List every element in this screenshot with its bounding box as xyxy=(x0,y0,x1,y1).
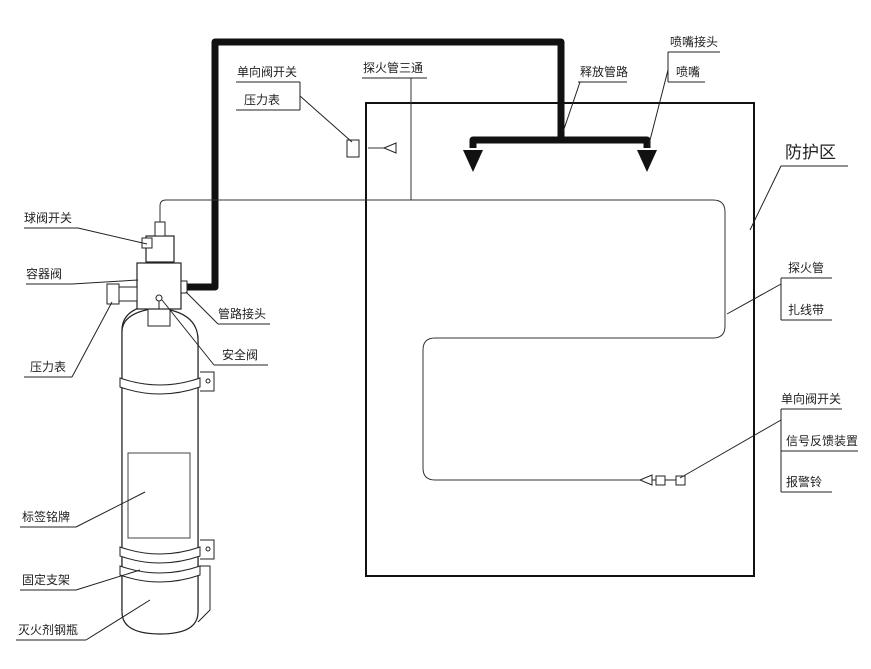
leader-gauge-top xyxy=(299,95,353,143)
label-ball-valve-switch: 球阀开关 xyxy=(24,211,72,225)
left-nozzle xyxy=(463,150,483,172)
label-extinguisher-cylinder: 灭火剂钢瓶 xyxy=(18,622,78,637)
leader-release-pipe xyxy=(562,81,581,133)
label-alarm-bell: 报警铃 xyxy=(786,474,822,489)
left-pressure-gauge-body xyxy=(116,286,138,302)
label-fixed-bracket: 固定支架 xyxy=(22,572,70,587)
release-pipe xyxy=(182,38,565,291)
label-signal-feedback: 信号反馈装置 xyxy=(786,434,858,448)
label-detector-tee: 探火管三通 xyxy=(363,60,423,75)
pipe-joint xyxy=(180,280,188,294)
label-release-pipe: 释放管路 xyxy=(580,64,628,79)
label-nameplate: 标签铭牌 xyxy=(22,509,70,524)
upper-check-valve xyxy=(382,142,397,154)
alarm-bell-device xyxy=(675,475,686,486)
label-safety-valve: 安全阀 xyxy=(222,347,258,362)
leader-safety-valve xyxy=(161,299,215,366)
label-nozzle: 喷嘴 xyxy=(676,65,700,79)
leader-protected-zone xyxy=(749,165,782,231)
ball-valve-top xyxy=(154,221,166,237)
signal-feedback-device xyxy=(655,475,666,486)
upper-bracket-hole xyxy=(205,378,211,384)
upper-pressure-gauge xyxy=(346,139,360,158)
fixed-bracket xyxy=(119,565,201,583)
left-pressure-gauge xyxy=(106,283,120,305)
label-nozzle-joint: 喷嘴接头 xyxy=(670,34,718,49)
leader-detector-tube xyxy=(726,283,782,315)
label-pressure-gauge-left: 压力表 xyxy=(30,360,66,374)
label-container-valve: 容器阀 xyxy=(26,266,62,281)
leader-nozzle xyxy=(647,69,669,149)
right-nozzle xyxy=(637,150,657,172)
leader-fixed-bracket xyxy=(75,569,141,591)
leader-gauge-left xyxy=(71,301,113,378)
detector-tube xyxy=(159,199,726,481)
upper-bracket-tab xyxy=(200,371,215,392)
label-protected-zone: 防护区 xyxy=(785,143,836,163)
protected-zone-box xyxy=(365,102,755,577)
lower-bracket-tab xyxy=(200,539,215,560)
cylinder-neck xyxy=(147,307,171,327)
leader-pipe-joint xyxy=(185,291,219,325)
leader-container-valve xyxy=(71,279,139,285)
label-check-valve-switch-right: 单向阀开关 xyxy=(781,391,841,406)
bracket-leg xyxy=(197,565,211,623)
label-detector-tube: 探火管 xyxy=(788,260,824,275)
label-pipe-joint: 管路接头 xyxy=(218,306,266,321)
leader-ball-valve xyxy=(77,227,148,245)
label-check-valve-switch-top: 单向阀开关 xyxy=(237,64,297,79)
nozzle-branch-pipe xyxy=(469,136,651,148)
leader-check-valve-right xyxy=(679,419,782,479)
leader-cylinder xyxy=(85,599,151,641)
lower-strap xyxy=(119,546,201,564)
label-cable-tie: 扎线带 xyxy=(788,303,824,317)
upper-strap xyxy=(119,377,201,395)
lower-bracket-hole xyxy=(205,546,211,552)
lower-check-valve xyxy=(638,474,653,486)
leader-nameplate xyxy=(75,491,146,528)
label-pressure-gauge-top: 压力表 xyxy=(244,93,280,107)
